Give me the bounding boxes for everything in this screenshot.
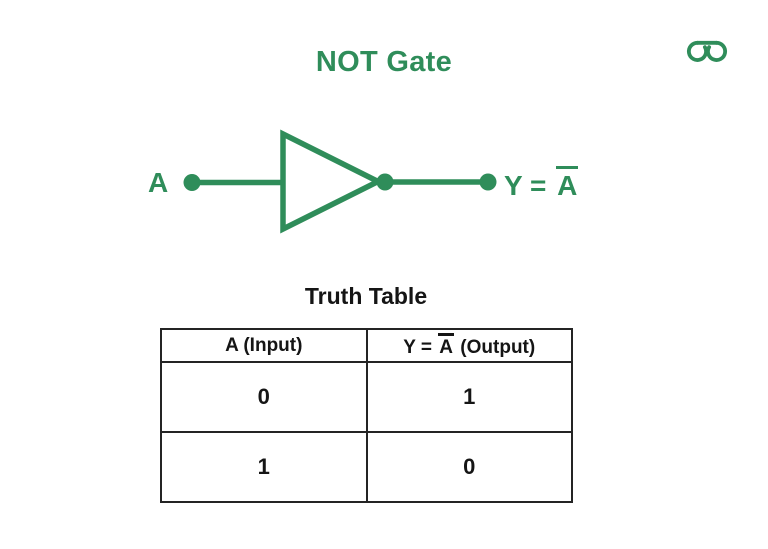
table-row: 0 1 [160,361,573,433]
header-output-prefix: Y = [403,336,438,358]
logo-right-ring [706,40,728,62]
truth-table-header-input: A (Input) [160,328,368,363]
truth-table: A (Input) Y = A (Output) 0 1 1 0 [160,328,573,503]
logo-left-ring [686,40,708,62]
gate-output-node-dot [376,173,394,191]
output-label-prefix: Y = [504,170,555,201]
cell-output-row0: 1 [365,361,573,433]
page-title: NOT Gate [315,46,453,78]
table-row: 1 0 [160,431,573,503]
cell-input-row0: 0 [160,361,368,433]
truth-table-header-output: Y = A (Output) [365,328,573,363]
header-input-label: A (Input) [225,334,303,356]
input-label: A [148,167,169,198]
output-node-dot [479,173,497,191]
output-label: Y = A [504,166,579,202]
cell-input-row1: 1 [160,431,368,503]
not-gate-diagram [183,129,497,234]
truth-table-title: Truth Table [304,283,428,309]
header-output-var-overline: A [438,332,455,357]
header-output-suffix: (Output) [455,336,536,358]
geeksforgeeks-logo-icon [686,40,728,62]
cell-output-row1: 0 [365,431,573,503]
not-gate-triangle [280,129,385,234]
input-node-dot [183,174,201,191]
output-label-var-overline: A [556,166,579,200]
truth-table-header-row: A (Input) Y = A (Output) [160,328,573,363]
